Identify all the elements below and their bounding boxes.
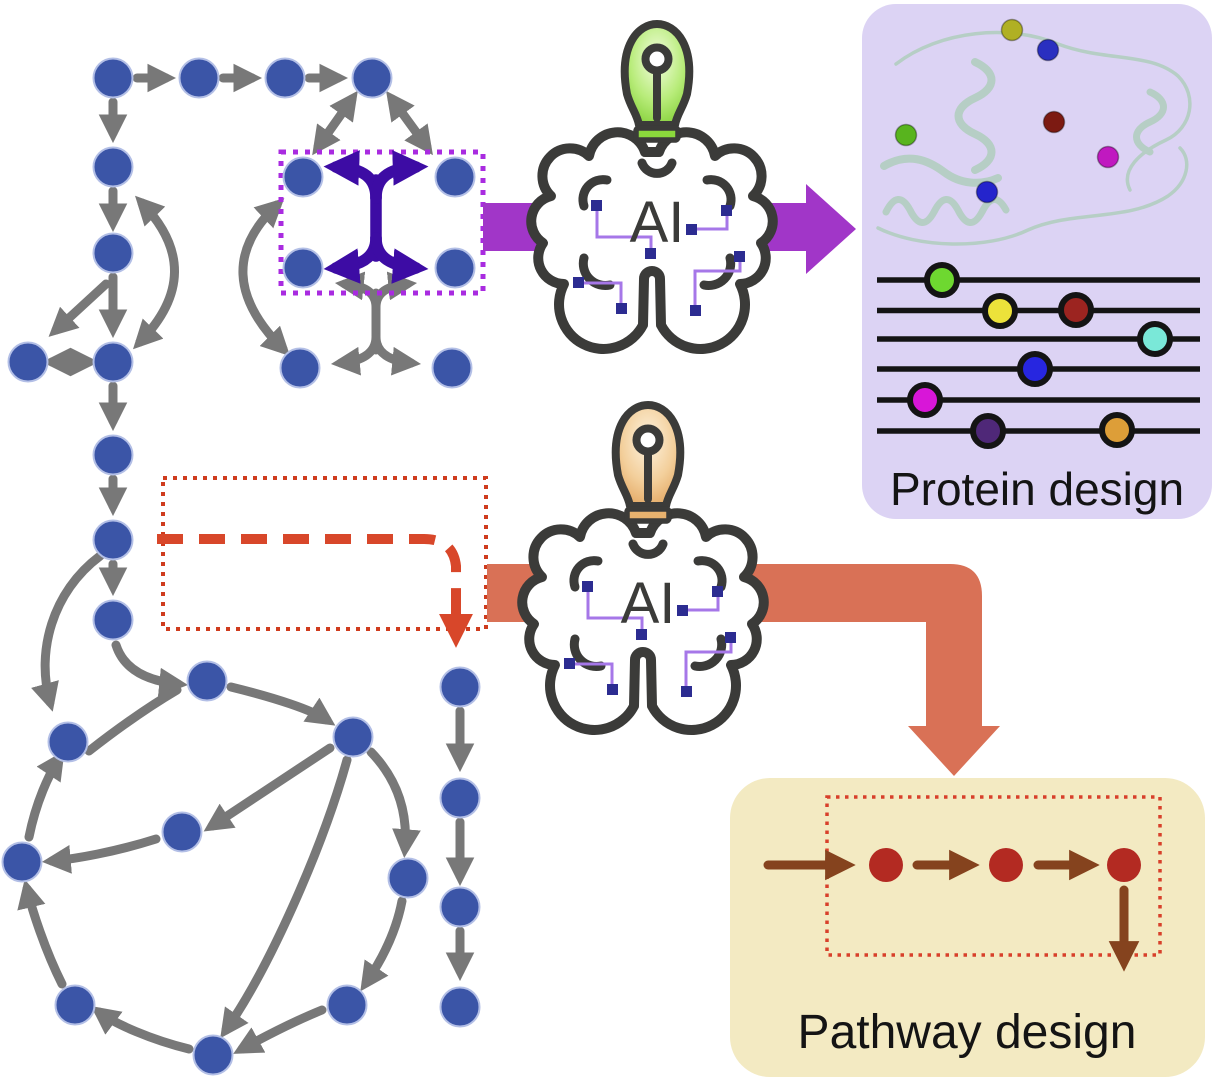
- network-node: [282, 247, 324, 289]
- lightbulb-icon: [620, 20, 694, 143]
- sequence-residue-dot: [1137, 321, 1173, 357]
- network-node: [282, 156, 324, 198]
- network-node: [387, 857, 429, 899]
- network-node: [439, 666, 481, 708]
- sequence-residue-dot: [1099, 412, 1135, 448]
- metabolic-network: [1, 57, 488, 1076]
- mutation-sphere: [975, 180, 999, 204]
- pathway-panel-title: Pathway design: [798, 1006, 1137, 1059]
- highlight-box-red: [161, 476, 488, 631]
- network-node: [7, 341, 49, 383]
- network-node: [434, 156, 476, 198]
- network-node: [92, 146, 134, 188]
- network-node: [92, 57, 134, 99]
- network-node: [54, 984, 96, 1026]
- network-node: [92, 599, 134, 641]
- network-node: [1, 841, 43, 883]
- ai-brain-top: AI: [531, 20, 773, 349]
- mutation-sphere: [894, 123, 918, 147]
- network-node: [264, 57, 306, 99]
- highlight-box-purple: [278, 149, 486, 296]
- mutation-spheres: [894, 18, 1120, 204]
- sequence-dots: [907, 262, 1173, 449]
- sequence-residue-dot: [970, 413, 1006, 449]
- pathway-nodes: [869, 848, 1141, 882]
- sequence-residue-dot: [1017, 351, 1053, 387]
- mutation-sphere: [1036, 38, 1060, 62]
- network-node: [332, 716, 374, 758]
- pathway-design-panel: Pathway design: [730, 778, 1205, 1077]
- ai-label-bottom: AI: [621, 571, 676, 636]
- network-node: [186, 660, 228, 702]
- network-nodes: [1, 57, 481, 1076]
- mutation-sphere: [1042, 110, 1066, 134]
- sequence-residue-dot: [982, 293, 1018, 329]
- network-edges: [17, 63, 475, 1054]
- ai-label-top: AI: [630, 190, 685, 255]
- swap-arrows-icon: [323, 150, 429, 284]
- mutation-sphere: [1000, 18, 1024, 42]
- protein-panel-bg: [862, 4, 1212, 519]
- lightbulb-icon: [611, 401, 685, 524]
- network-node: [92, 232, 134, 274]
- network-node: [431, 347, 473, 389]
- network-node: [434, 247, 476, 289]
- network-node: [439, 777, 481, 819]
- mutation-sphere: [1096, 145, 1120, 169]
- swap-arrows-icon-gray: [330, 271, 422, 376]
- protein-structure-icon: [876, 30, 1192, 246]
- network-node: [439, 886, 481, 928]
- pathway-arrows: [763, 849, 1140, 972]
- network-node: [351, 57, 393, 99]
- network-node: [92, 434, 134, 476]
- ai-brain-bottom: AI: [522, 401, 764, 730]
- dashed-red-arrow: [157, 534, 474, 648]
- sequence-residue-dot: [924, 262, 960, 298]
- protein-design-panel: Protein design: [862, 4, 1212, 519]
- pathway-node: [869, 848, 903, 882]
- network-node: [47, 721, 89, 763]
- protein-panel-title: Protein design: [890, 463, 1184, 515]
- network-node: [439, 986, 481, 1028]
- network-node: [92, 519, 134, 561]
- pathway-node: [989, 848, 1023, 882]
- network-node: [279, 347, 321, 389]
- sequence-residue-dot: [907, 382, 943, 418]
- network-node: [161, 811, 203, 853]
- pathway-node: [1107, 848, 1141, 882]
- network-node: [92, 341, 134, 383]
- network-node: [192, 1034, 234, 1076]
- sequence-residue-dot: [1058, 292, 1094, 328]
- network-node: [326, 984, 368, 1026]
- network-node: [178, 57, 220, 99]
